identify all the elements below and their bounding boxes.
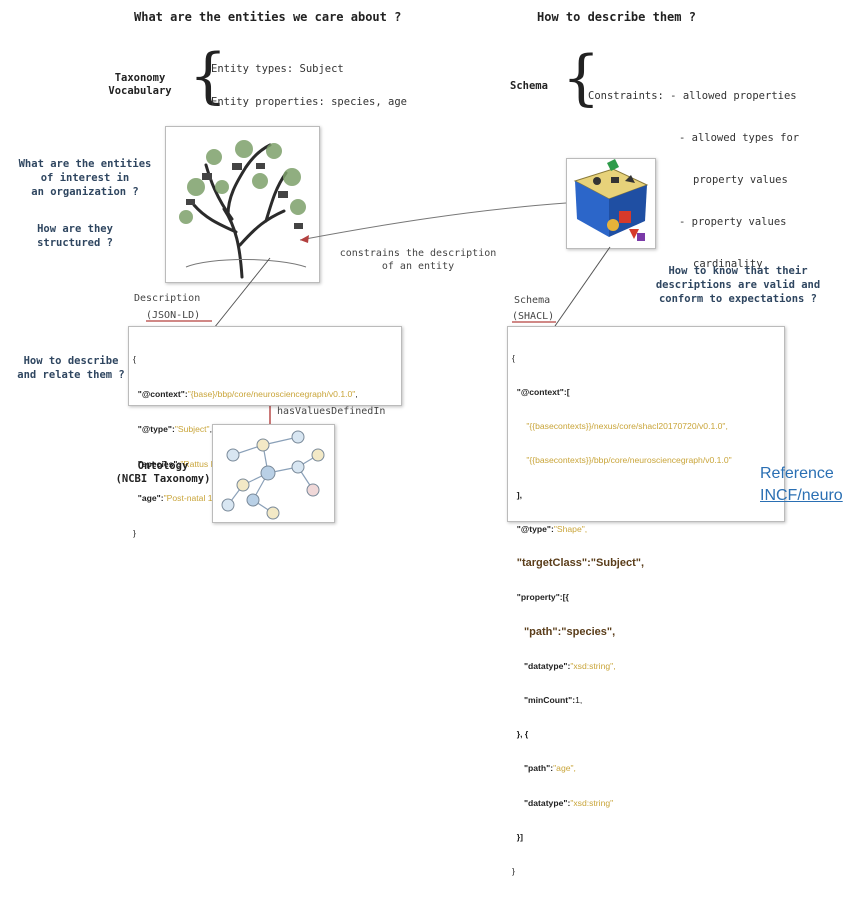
reference-label: Reference — [760, 465, 834, 482]
constraints-text: Constraints: - allowed properties - allo… — [588, 90, 800, 270]
heading-describe: How to describe them ? — [537, 10, 696, 24]
schema-brace: { — [562, 43, 601, 113]
entity-types-text: Entity types: Subject — [211, 63, 344, 75]
question-entities: What are the entities of interest in an … — [18, 158, 152, 198]
ontology-graph-image — [212, 424, 335, 523]
tree-image — [165, 126, 320, 283]
schema-json-box: { "@context":[ "{{basecontexts}}/nexus/c… — [507, 326, 785, 876]
shape-sorter-toy-icon — [573, 159, 649, 241]
schema-format-label: (SHACL) — [512, 311, 555, 322]
description-label: Description — [134, 293, 201, 304]
money-tree-icon — [179, 140, 307, 279]
question-valid: How to know that their descriptions are … — [655, 265, 821, 305]
reference-link[interactable]: INCF/neuro — [760, 487, 843, 504]
description-json-box: { "@context":"{base}/bbp/core/neuroscien… — [128, 326, 402, 538]
ontology-graph-icon — [221, 430, 325, 520]
taxonomy-brace: { — [189, 41, 228, 111]
question-describe-relate: How to describe and relate them ? — [17, 355, 125, 381]
taxonomy-label: Taxonomy Vocabulary — [108, 72, 172, 97]
description-format-label: (JSON-LD) — [146, 310, 201, 321]
question-structured: How are they structured ? — [37, 223, 113, 249]
has-values-label: hasValuesDefinedIn — [277, 406, 386, 417]
shape-sorter-image — [566, 158, 656, 249]
constrains-label: constrains the description of an entity — [339, 248, 497, 272]
connector-lines — [146, 202, 611, 439]
entity-properties-text: Entity properties: species, age — [211, 96, 407, 108]
arrow-head-constrains — [300, 235, 309, 243]
heading-entities: What are the entities we care about ? — [134, 10, 402, 24]
schema-top-label: Schema — [510, 80, 548, 92]
schema-label: Schema — [514, 295, 551, 306]
ontology-label: Ontology (NCBI Taxonomy) — [115, 460, 211, 485]
